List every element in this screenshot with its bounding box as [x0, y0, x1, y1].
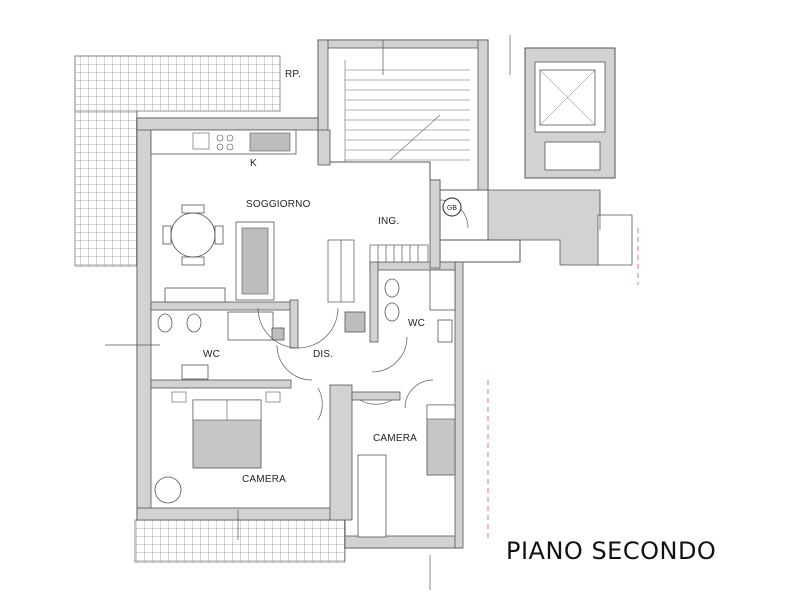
terrace-top: [74, 55, 281, 112]
double-bed: [171, 391, 281, 469]
room-label-ingresso: ING.: [378, 216, 400, 227]
room-label-ripostiglio: RP.: [285, 69, 301, 80]
guide-lines: [105, 35, 601, 590]
wc-right-fixtures: [344, 269, 456, 343]
dining-table: [162, 204, 224, 266]
room-label-camera-main: CAMERA: [242, 474, 286, 485]
armchair: [154, 476, 182, 504]
walls: [136, 117, 464, 549]
terrace-bottom: [134, 519, 346, 563]
kitchen-counter: [150, 129, 297, 155]
plan-title: PIANO SECONDO: [506, 537, 717, 565]
room-label-kitchen: K: [250, 158, 257, 169]
sofa: [235, 221, 275, 301]
room-label-camera-second: CAMERA: [373, 433, 417, 444]
room-label-soggiorno: SOGGIORNO: [246, 199, 311, 210]
boiler-marker: GB: [442, 197, 462, 217]
wardrobe-second-bedroom: [357, 454, 387, 538]
cut-lines: [487, 228, 639, 540]
room-label-wc-left: WC: [203, 349, 221, 360]
room-label-wc-right: WC: [408, 318, 426, 329]
elevator: [524, 47, 616, 179]
wc-left-fixtures: [157, 311, 285, 380]
boiler-label: GB: [447, 204, 457, 212]
single-bed: [426, 404, 456, 476]
entry-wardrobe: [327, 239, 429, 303]
room-label-disimpegno: DIS.: [313, 349, 334, 360]
tv-cabinet: [164, 287, 226, 303]
